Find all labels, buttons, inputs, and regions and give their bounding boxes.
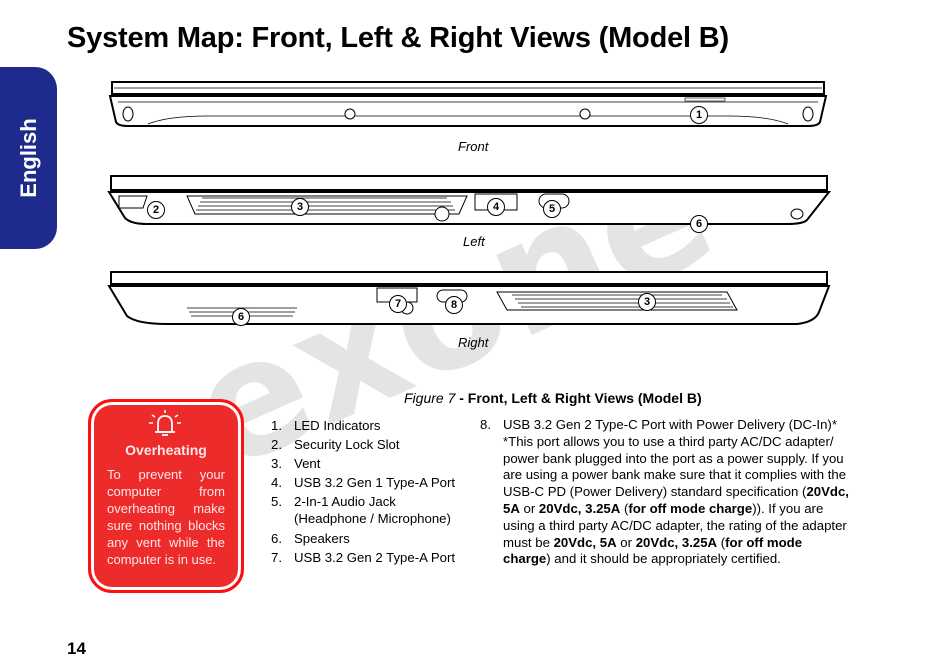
- component-legend-list: 1.LED Indicators 2.Security Lock Slot 3.…: [271, 416, 471, 567]
- callout-6-left: 6: [690, 215, 708, 233]
- list-item: 3.Vent: [271, 456, 321, 471]
- callout-7: 7: [389, 295, 407, 313]
- front-view-label: Front: [458, 139, 489, 154]
- callout-2: 2: [147, 201, 165, 219]
- language-tab: English: [0, 67, 57, 249]
- list-item: 7.USB 3.2 Gen 2 Type-A Port: [271, 550, 456, 565]
- warning-title: Overheating: [125, 442, 207, 458]
- callout-3-left: 3: [291, 198, 309, 216]
- list-item: 1.LED Indicators: [271, 418, 381, 433]
- page-title: System Map: Front, Left & Right Views (M…: [67, 22, 729, 54]
- figure-caption: Figure 7 - Front, Left & Right Views (Mo…: [404, 390, 702, 406]
- page-number: 14: [67, 639, 86, 658]
- list-item: 5.2-In-1 Audio Jack (Headphone / Microph…: [271, 494, 451, 526]
- list-item: 6.Speakers: [271, 531, 350, 546]
- callout-4: 4: [487, 198, 505, 216]
- list-item: 8.USB 3.2 Gen 2 Type-C Port with Power D…: [480, 417, 849, 567]
- language-tab-label: English: [15, 118, 41, 198]
- list-item: 2.Security Lock Slot: [271, 437, 400, 452]
- figure-number: Figure 7: [404, 390, 456, 406]
- callout-5: 5: [543, 200, 561, 218]
- callout-3-right: 3: [638, 293, 656, 311]
- callout-8: 8: [445, 296, 463, 314]
- type-c-port-legend: 8.USB 3.2 Gen 2 Type-C Port with Power D…: [480, 417, 850, 568]
- laptop-front-view-diagram: [108, 81, 828, 127]
- callout-1: 1: [690, 106, 708, 124]
- warning-text: To prevent your computer from overheatin…: [107, 467, 225, 567]
- callout-6-right: 6: [232, 308, 250, 326]
- right-view-label: Right: [458, 335, 489, 350]
- figure-caption-text: - Front, Left & Right Views (Model B): [455, 390, 702, 406]
- overheating-warning-box: Overheating To prevent your computer fro…: [88, 399, 244, 593]
- list-item: 4.USB 3.2 Gen 1 Type-A Port: [271, 475, 456, 490]
- left-view-label: Left: [463, 234, 485, 249]
- laptop-left-view-diagram: [107, 175, 831, 225]
- overheating-warning-icon: [149, 410, 181, 436]
- laptop-right-view-diagram: [107, 271, 831, 325]
